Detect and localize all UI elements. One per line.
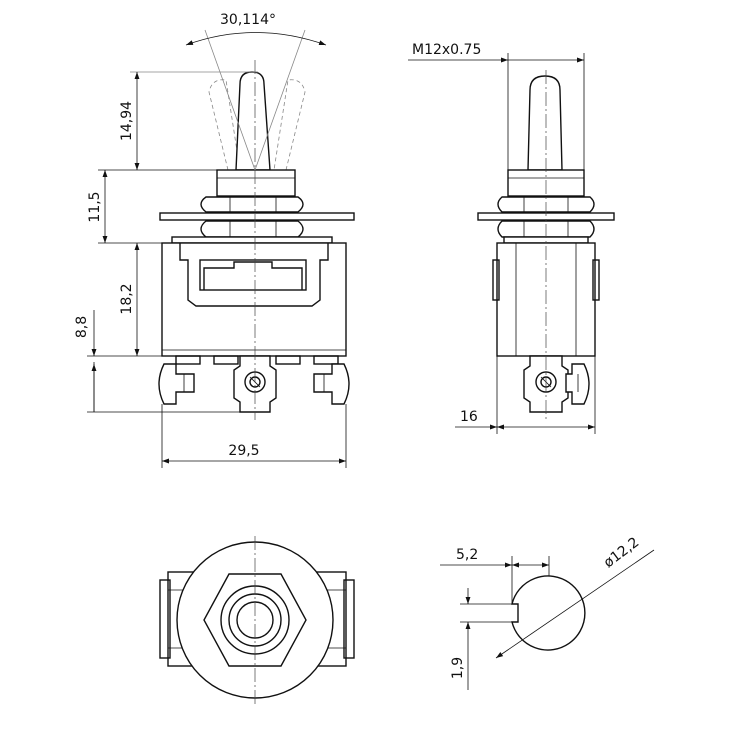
- terminals-front: [158, 355, 350, 413]
- angle-label: 30,114°: [220, 12, 276, 28]
- upper-hex-nut: [200, 196, 304, 213]
- mounting-plate: [159, 212, 355, 221]
- side-terminals: [523, 355, 590, 413]
- side-dimensions: M12x0.75 16: [408, 42, 596, 434]
- cutout-outline: [511, 575, 586, 651]
- front-view: [158, 60, 355, 420]
- bottom-view: [159, 536, 355, 706]
- lever-ghost-positions: [208, 79, 306, 171]
- side-view: [477, 70, 615, 420]
- terminal-height-label: 8,8: [74, 316, 90, 338]
- panel-cutout-view: 5,2 1,9 ø12,2: [440, 534, 655, 690]
- front-dimensions: 30,114° 14,94 11,5 18,2 8,8 29,5: [74, 12, 347, 468]
- washer: [171, 236, 333, 244]
- flat-depth-label: 1,9: [450, 657, 466, 679]
- body-width-label: 29,5: [228, 443, 259, 459]
- side-lever: [527, 75, 563, 171]
- hole-diameter-label: ø12,2: [601, 534, 642, 571]
- thread-label: M12x0.75: [412, 42, 481, 58]
- flat-width-label: 5,2: [456, 547, 478, 563]
- side-width-label: 16: [460, 409, 478, 425]
- bushing-height-label: 11,5: [87, 191, 103, 222]
- lever-height-label: 14,94: [119, 101, 135, 141]
- bushing: [216, 169, 296, 197]
- body-height-label: 18,2: [119, 283, 135, 314]
- lower-hex-nut: [200, 220, 304, 238]
- toggle-lever: [235, 71, 271, 171]
- switch-body: [161, 242, 347, 357]
